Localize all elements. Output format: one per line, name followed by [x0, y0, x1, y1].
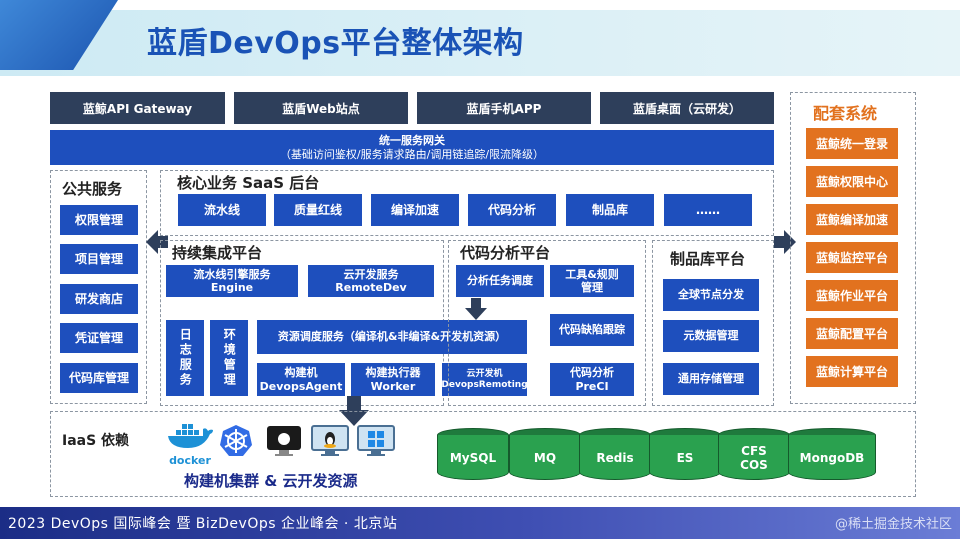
support-item-permission: 蓝鲸权限中心 — [806, 166, 898, 197]
analysis-tools-box: 工具&规则 管理 — [550, 265, 634, 297]
db-mongodb: MongoDB — [788, 428, 876, 486]
support-title: 配套系统 — [813, 104, 878, 123]
linux-icon — [310, 424, 350, 458]
core-saas-panel — [160, 170, 774, 236]
gateway-title: 统一服务网关 — [379, 134, 445, 148]
support-panel — [790, 92, 916, 404]
analysis-dispatch-box: 分析任务调度 — [456, 265, 544, 297]
ci-platform-title: 持续集成平台 — [172, 244, 263, 262]
apple-icon — [264, 424, 304, 458]
iaas-title: IaaS 依赖 — [62, 433, 130, 449]
public-item-repo: 代码库管理 — [60, 363, 138, 393]
db-es: ES — [649, 428, 721, 486]
public-item-project: 项目管理 — [60, 244, 138, 274]
ci-dispatch-box: 资源调度服务（编译机&非编译&开发机资源） — [257, 320, 527, 354]
iaas-panel — [50, 411, 916, 497]
core-item-more: …… — [664, 194, 752, 226]
code-analysis-panel — [448, 240, 646, 406]
analysis-preci-box: 代码分析 PreCI — [550, 363, 634, 396]
ci-env-management: 环境管理 — [210, 320, 248, 396]
support-item-login: 蓝鲸统一登录 — [806, 128, 898, 159]
artifact-global-box: 全球节点分发 — [663, 279, 759, 311]
db-cfs-cos-label: CFS COS — [718, 435, 790, 480]
ci-remotedev-box: 云开发服务 RemoteDev — [308, 265, 434, 297]
page-title: 蓝盾DevOps平台整体架构 — [147, 26, 524, 61]
artifact-title: 制品库平台 — [670, 250, 746, 268]
kubernetes-icon — [216, 424, 256, 458]
db-redis: Redis — [579, 428, 651, 486]
db-mongodb-label: MongoDB — [788, 435, 876, 480]
desktop-box: 蓝盾桌面（云研发） — [600, 92, 774, 124]
mobile-app-box: 蓝盾手机APP — [417, 92, 591, 124]
left-arrow — [146, 230, 168, 254]
analysis-defect-box: 代码缺陷跟踪 — [550, 314, 634, 346]
footer-text: 2023 DevOps 国际峰会 暨 BizDevOps 企业峰会 · 北京站 — [8, 516, 398, 532]
gateway-subtitle: （基础访问鉴权/服务请求路由/调用链追踪/限流降级） — [279, 147, 545, 161]
core-item-quality: 质量红线 — [274, 194, 362, 226]
web-site-box: 蓝盾Web站点 — [234, 92, 408, 124]
support-item-compute: 蓝鲸计算平台 — [806, 356, 898, 387]
title-bar — [0, 10, 960, 76]
db-es-label: ES — [649, 435, 721, 480]
artifact-storage-box: 通用存储管理 — [663, 363, 759, 395]
support-item-config: 蓝鲸配置平台 — [806, 318, 898, 349]
artifact-panel — [652, 240, 774, 406]
public-services-panel — [50, 170, 147, 404]
down-arrow-analysis — [465, 298, 487, 320]
windows-icon — [356, 424, 396, 458]
ci-agent-box: 构建机 DevopsAgent — [257, 363, 345, 396]
public-item-permission: 权限管理 — [60, 205, 138, 235]
core-saas-title: 核心业务 SaaS 后台 — [177, 174, 320, 192]
db-mysql: MySQL — [437, 428, 509, 486]
iaas-caption: 构建机集群 & 云开发资源 — [184, 472, 358, 490]
support-item-compile: 蓝鲸编译加速 — [806, 204, 898, 235]
db-mq-label: MQ — [509, 435, 581, 480]
unified-gateway: 统一服务网关 （基础访问鉴权/服务请求路由/调用链追踪/限流降级） — [50, 130, 774, 165]
support-item-job: 蓝鲸作业平台 — [806, 280, 898, 311]
code-analysis-title: 代码分析平台 — [460, 244, 551, 262]
core-item-pipeline: 流水线 — [178, 194, 266, 226]
right-arrow — [774, 230, 796, 254]
db-redis-label: Redis — [579, 435, 651, 480]
artifact-metadata-box: 元数据管理 — [663, 320, 759, 352]
core-item-artifact: 制品库 — [566, 194, 654, 226]
docker-label: docker — [169, 454, 211, 467]
ci-log-service: 日志服务 — [166, 320, 204, 396]
public-item-credential: 凭证管理 — [60, 323, 138, 353]
ci-engine-box: 流水线引擎服务 Engine — [166, 265, 298, 297]
ci-remoting-box: 云开发机 DevopsRemoting — [441, 363, 528, 396]
watermark: @稀土掘金技术社区 — [834, 517, 952, 532]
ci-worker-box: 构建执行器 Worker — [351, 363, 435, 396]
docker-icon: docker — [166, 422, 214, 467]
db-cfs-cos: CFS COS — [718, 428, 790, 486]
db-mq: MQ — [509, 428, 581, 486]
public-item-store: 研发商店 — [60, 284, 138, 314]
public-services-title: 公共服务 — [62, 180, 123, 198]
api-gateway-box: 蓝鲸API Gateway — [50, 92, 225, 124]
db-mysql-label: MySQL — [437, 435, 509, 480]
core-item-analysis: 代码分析 — [468, 194, 556, 226]
core-item-compile: 编译加速 — [371, 194, 459, 226]
footer-bar — [0, 507, 960, 539]
support-item-monitor: 蓝鲸监控平台 — [806, 242, 898, 273]
